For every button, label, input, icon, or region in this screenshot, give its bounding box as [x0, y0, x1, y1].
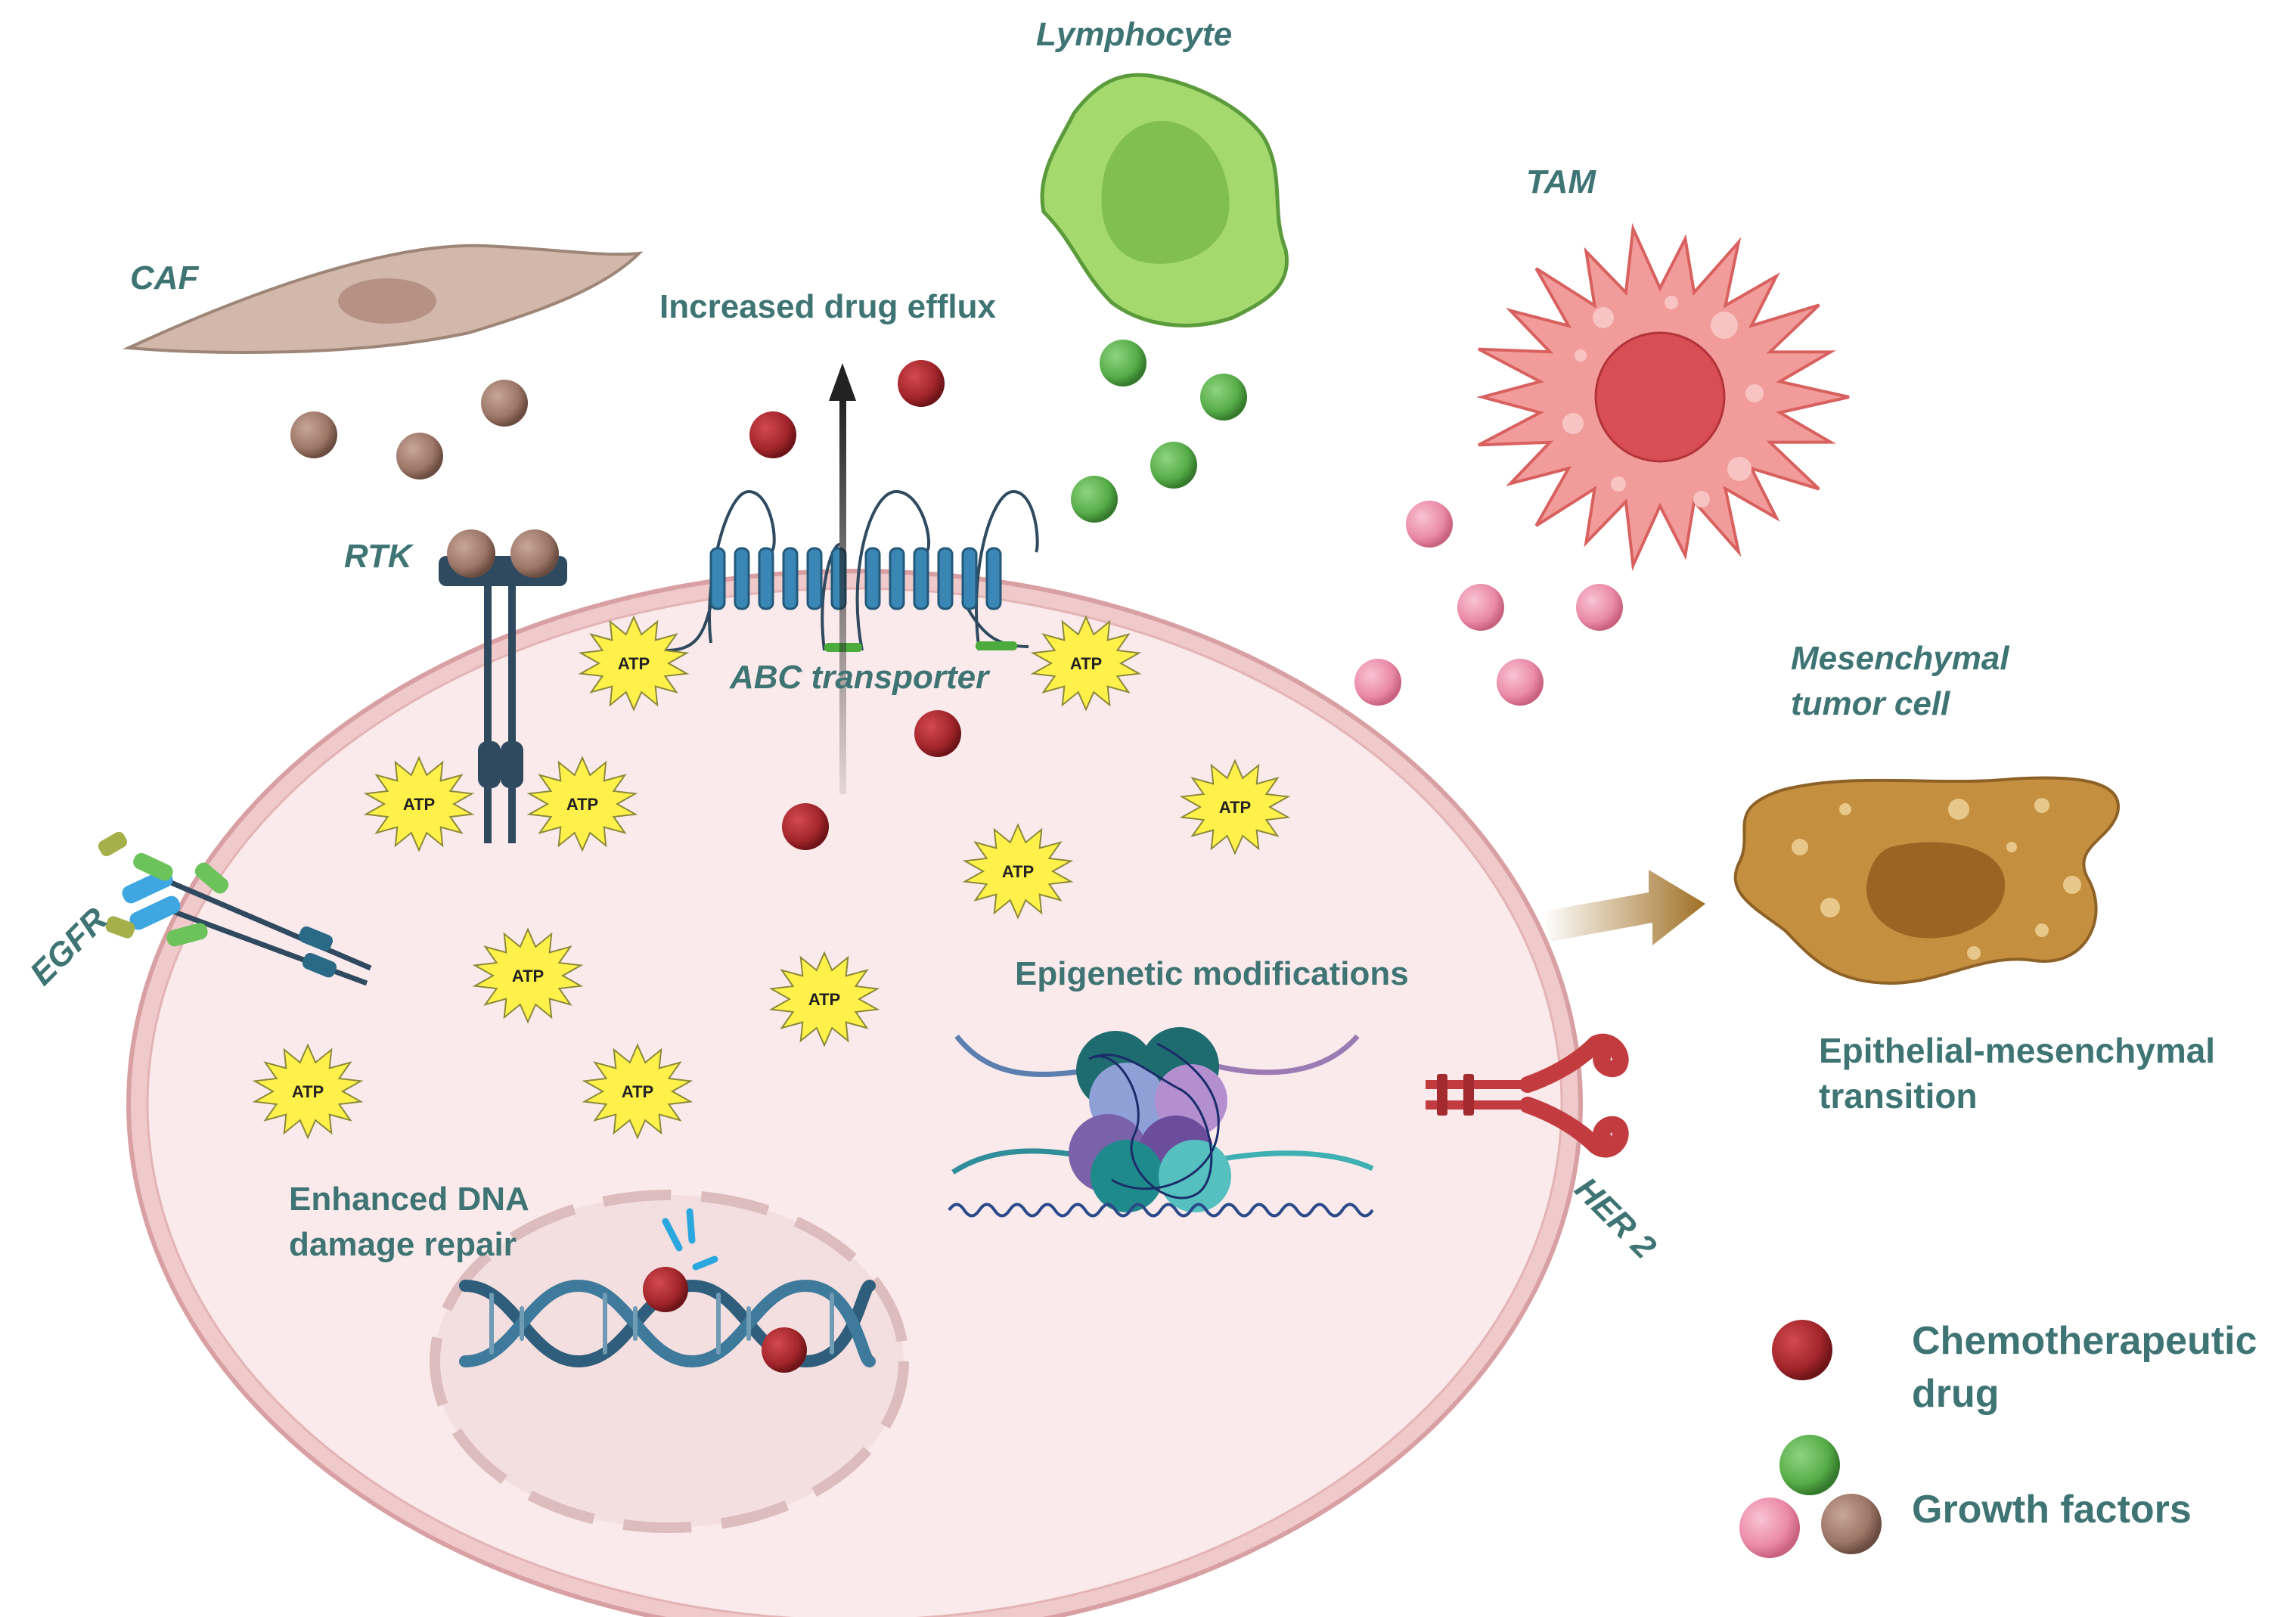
efflux-arrow — [829, 363, 856, 794]
growth-factor-green — [1200, 374, 1247, 421]
atp-label: ATP — [1219, 798, 1251, 817]
egfr-receptor — [98, 831, 372, 986]
legend-growth-pink-swatch — [1739, 1498, 1800, 1558]
growth-factor-pink — [1576, 584, 1623, 631]
atp-label: ATP — [566, 795, 598, 814]
efflux-label: Increased drug efflux — [659, 288, 997, 325]
tam-cell — [1476, 222, 1850, 572]
abc-label: ABC transporter — [729, 659, 991, 696]
legend-growth-green-swatch — [1779, 1435, 1840, 1495]
emt-label: Epithelial-mesenchymal transition — [1819, 1031, 2225, 1116]
atp-label: ATP — [1002, 862, 1034, 881]
atp-label: ATP — [1070, 654, 1102, 673]
atp-burst: ATP — [252, 1043, 364, 1140]
atp-label: ATP — [622, 1082, 653, 1101]
atp-label: ATP — [618, 654, 650, 673]
mesenchymal-label-line2: tumor cell — [1791, 685, 1950, 722]
emt-label-line2: transition — [1819, 1076, 1978, 1116]
atp-burst: ATP — [582, 1043, 693, 1140]
chemo-drug — [782, 803, 829, 850]
lymphocyte-cell — [1040, 73, 1289, 327]
atp-burst: ATP — [962, 823, 1074, 920]
atp-label: ATP — [403, 795, 435, 814]
legend-chemo-line2: drug — [1912, 1372, 2000, 1416]
rtk-label: RTK — [344, 538, 414, 575]
dna-damage-spark-icon — [662, 1208, 718, 1271]
emt-label-line1: Epithelial-mesenchymal — [1819, 1031, 2215, 1070]
legend-growth-label: Growth factors — [1912, 1488, 2192, 1532]
atp-burst: ATP — [1030, 615, 1142, 712]
growth-factor-brown — [290, 411, 337, 458]
atp-label: ATP — [512, 967, 544, 985]
atp-label: ATP — [292, 1082, 324, 1101]
growth-factor-pink — [1354, 659, 1401, 706]
rtk-receptor — [439, 529, 567, 843]
mesenchymal-cell — [1733, 776, 2120, 985]
dna-repair-label-line2: damage repair — [289, 1226, 517, 1263]
growth-factor-brown — [481, 380, 528, 427]
epigenetic-label: Epigenetic modifications — [1015, 955, 1409, 992]
chemo-drug — [749, 411, 796, 458]
atp-burst: ATP — [472, 927, 584, 1024]
growth-factor-green — [1150, 442, 1197, 489]
emt-arrow — [1543, 870, 1705, 945]
mesenchymal-label: Mesenchymal tumor cell — [1791, 640, 2018, 722]
chemo-drug — [898, 360, 945, 407]
her2-receptor — [1426, 1033, 1629, 1158]
legend-chemo-label: Chemotherapeutic drug — [1912, 1319, 2268, 1416]
growth-factor-brown — [396, 433, 443, 480]
legend: Chemotherapeutic drug Growth factors — [1739, 1319, 2268, 1558]
atp-layer: ATP ATP ATP ATP ATP ATP ATP ATP ATP ATP — [252, 615, 1291, 1140]
tam-label: TAM — [1526, 163, 1596, 200]
growth-factor-green — [1100, 340, 1146, 386]
atp-burst: ATP — [578, 615, 690, 712]
atp-burst: ATP — [363, 756, 475, 852]
growth-factor-pink — [1457, 584, 1504, 631]
caf-cell — [123, 244, 644, 354]
atp-burst: ATP — [526, 756, 638, 852]
dna-helix — [459, 1279, 876, 1368]
mesenchymal-label-line1: Mesenchymal — [1791, 640, 2009, 677]
chemo-drug-on-dna — [643, 1267, 688, 1312]
lymphocyte-label: Lymphocyte — [1036, 16, 1232, 53]
caf-label: CAF — [130, 259, 200, 296]
legend-chemo-swatch — [1772, 1320, 1832, 1380]
legend-growth-brown-swatch — [1821, 1494, 1882, 1554]
growth-factor-pink — [1497, 659, 1544, 706]
atp-label: ATP — [808, 990, 840, 1009]
atp-burst: ATP — [768, 951, 880, 1047]
chemo-drug — [914, 710, 961, 757]
egfr-label: EGFR — [23, 901, 114, 992]
growth-factor-green — [1071, 476, 1118, 523]
dna-repair-label-line1: Enhanced DNA — [289, 1181, 529, 1218]
atp-burst: ATP — [1179, 759, 1291, 855]
her2-label: HER 2 — [1568, 1170, 1664, 1266]
chemo-drug-on-dna — [762, 1327, 807, 1373]
growth-factor-pink — [1406, 501, 1453, 548]
legend-chemo-line1: Chemotherapeutic — [1912, 1319, 2257, 1363]
dna-repair-label: Enhanced DNA damage repair — [289, 1181, 537, 1263]
abc-transporter — [665, 489, 1039, 652]
nucleosome — [948, 1027, 1374, 1218]
